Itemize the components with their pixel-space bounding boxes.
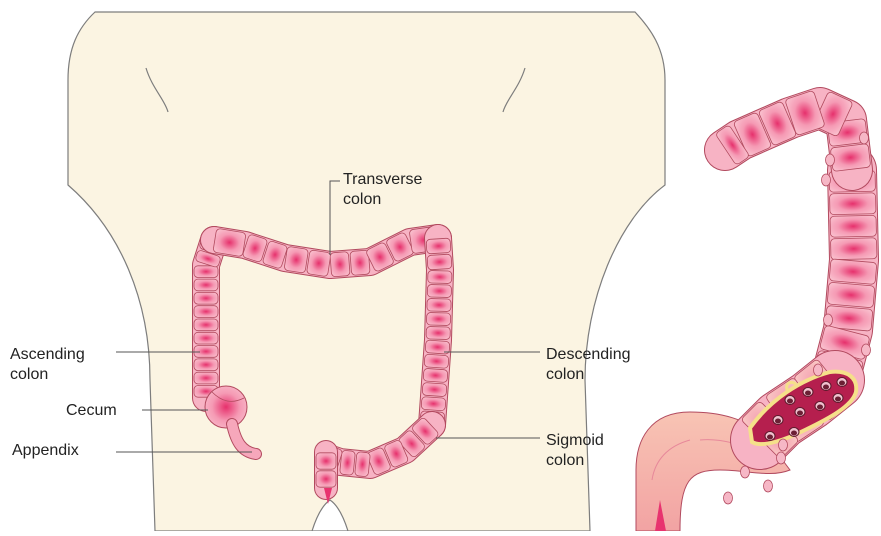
zoom-polyp-core-4 <box>775 419 781 424</box>
sigmoid-colon-segment-4 <box>355 452 371 477</box>
transverse-colon-segment-3 <box>284 246 309 273</box>
zoom-bump-9 <box>764 480 773 492</box>
rectum-segment-0 <box>316 453 336 469</box>
ascending-colon-segment-1 <box>194 372 218 384</box>
label-transverse-line2: colon <box>343 190 422 210</box>
label-ascending-line1: Ascending <box>10 345 85 365</box>
zoom-descending-colon-segment-3 <box>831 238 877 260</box>
zoom-polyp-core-2 <box>823 385 829 390</box>
zoom-descending-colon-segment-4 <box>829 259 877 285</box>
label-descending-line1: Descending <box>546 345 631 365</box>
zoom-polyp-core-9 <box>767 435 773 440</box>
zoom-bump-4 <box>862 344 871 356</box>
label-sigmoid-colon: Sigmoid colon <box>546 431 604 471</box>
ascending-colon-segment-5 <box>194 319 218 331</box>
descending-colon-segment-4 <box>427 298 451 311</box>
rectum <box>316 452 336 488</box>
rectum-segment-1 <box>316 471 336 487</box>
label-transverse-colon: Transverse colon <box>343 170 422 210</box>
ascending-colon-segment-4 <box>194 332 218 344</box>
ascending-colon-segment-9 <box>194 266 218 278</box>
descending-colon-segment-1 <box>427 254 452 270</box>
descending-colon-segment-3 <box>427 284 451 297</box>
descending-colon-segment-0 <box>426 238 451 254</box>
zoom-transverse-colon-segment-0 <box>830 144 871 172</box>
transverse-colon-segment-4 <box>306 250 331 277</box>
zoom-descending-colon-segment-5 <box>827 282 875 308</box>
zoom-polyp-core-1 <box>805 391 811 396</box>
label-descending-colon: Descending colon <box>546 345 631 385</box>
zoom-polyp-core-7 <box>835 397 841 402</box>
zoom-polyp-core-0 <box>787 399 793 404</box>
zoom-bump-3 <box>824 314 833 326</box>
colon-zoom-illustration <box>636 90 877 531</box>
label-descending-line2: colon <box>546 365 631 385</box>
label-ascending-colon: Ascending colon <box>10 345 85 385</box>
label-appendix-line1: Appendix <box>12 441 79 461</box>
label-cecum-line1: Cecum <box>66 401 117 421</box>
descending-colon-segment-5 <box>426 312 450 325</box>
zoom-bump-10 <box>724 492 733 504</box>
zoom-bump-8 <box>741 466 750 478</box>
zoom-transverse-colon <box>715 90 871 171</box>
ascending-colon-segment-3 <box>194 346 218 358</box>
zoom-bump-5 <box>814 364 823 376</box>
zoom-bump-7 <box>777 452 786 464</box>
ascending-colon-segment-7 <box>194 292 218 304</box>
label-transverse-line1: Transverse <box>343 170 422 190</box>
transverse-colon-segment-0 <box>213 228 246 256</box>
zoom-bump-6 <box>779 439 788 451</box>
ascending-colon-segment-6 <box>194 306 218 318</box>
label-sigmoid-line1: Sigmoid <box>546 431 604 451</box>
descending-colon-segment-9 <box>423 368 448 382</box>
zoom-bump-2 <box>860 132 869 144</box>
ascending-colon-segment-2 <box>194 359 218 371</box>
zoom-polyp-core-3 <box>839 381 845 386</box>
zoom-bump-1 <box>826 154 835 166</box>
transverse-colon-segment-5 <box>330 252 350 277</box>
zoom-bump-0 <box>822 174 831 186</box>
cecum-bulb <box>205 386 247 428</box>
descending-colon-segment-2 <box>428 270 452 283</box>
descending-colon-segment-8 <box>424 354 449 368</box>
descending-colon-segment-10 <box>422 382 447 396</box>
label-ascending-line2: colon <box>10 365 85 385</box>
zoom-descending-colon-segment-1 <box>830 193 876 215</box>
descending-colon-segment-11 <box>421 397 446 411</box>
zoom-polyp-core-6 <box>817 405 823 410</box>
zoom-polyp-core-5 <box>797 411 803 416</box>
label-cecum: Cecum <box>66 401 117 421</box>
label-sigmoid-line2: colon <box>546 451 604 471</box>
label-appendix: Appendix <box>12 441 79 461</box>
zoom-polyp-core-8 <box>791 431 797 436</box>
ascending-colon-segment-8 <box>194 279 218 291</box>
descending-colon-segment-6 <box>426 326 450 339</box>
zoom-descending-colon-segment-2 <box>830 215 876 237</box>
